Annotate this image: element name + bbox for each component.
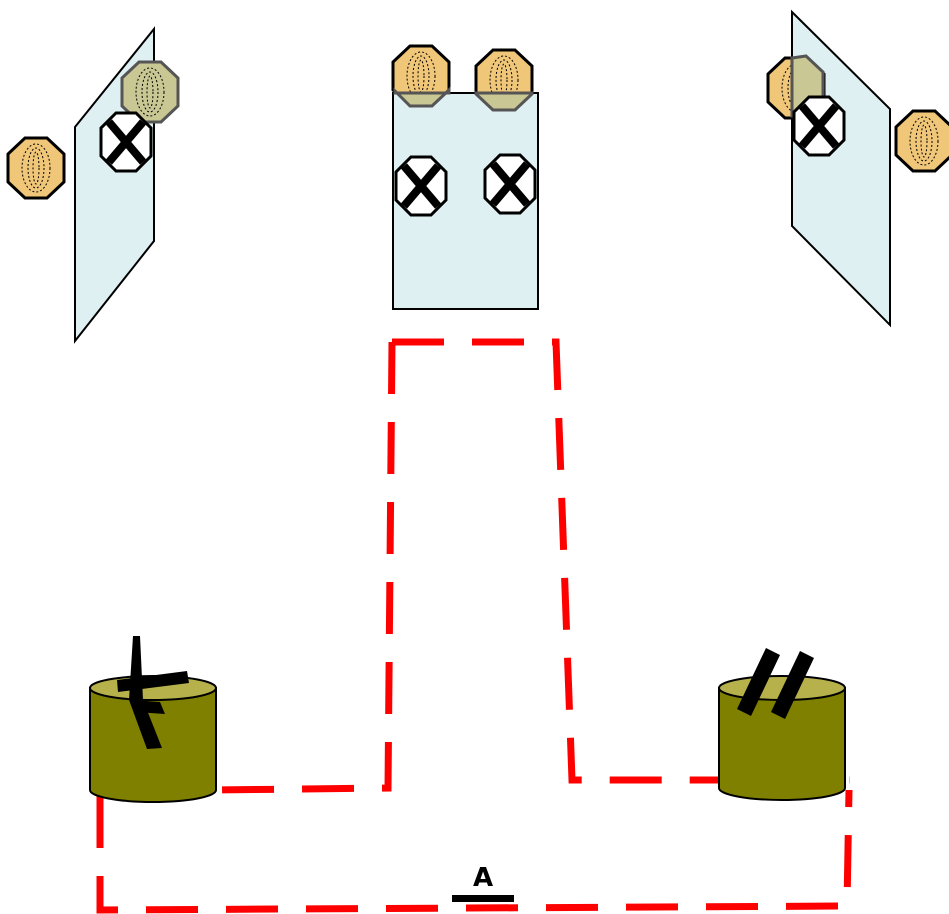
label-a-text: A [473, 863, 493, 893]
left-panel-group [8, 29, 178, 341]
marker-icon [396, 157, 446, 215]
red-dashed-path [100, 342, 850, 910]
label-a-underline [452, 895, 514, 902]
right-panel-group [768, 12, 949, 325]
marker-icon [485, 155, 535, 213]
center-panel-group [393, 46, 538, 309]
cylinder-device-icon [719, 648, 845, 800]
label-a: A [452, 863, 514, 902]
seed-icon [896, 111, 949, 171]
marker-icon [101, 113, 151, 171]
cylinder-device-icon [90, 636, 216, 802]
marker-icon [794, 97, 844, 155]
seed-icon [8, 138, 64, 198]
path-left-branch [216, 342, 392, 790]
